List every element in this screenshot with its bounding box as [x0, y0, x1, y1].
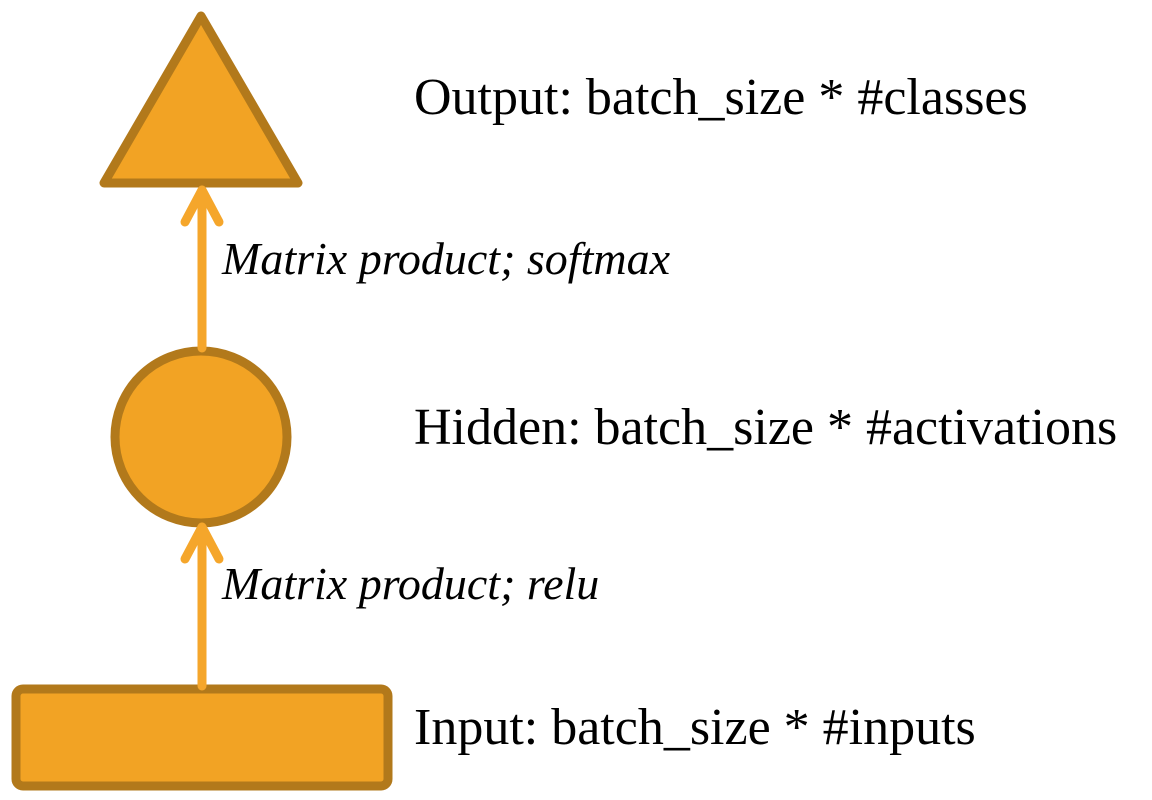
arrow-hidden-to-output	[180, 185, 224, 353]
input-rectangle-shape	[11, 684, 393, 791]
output-node-label: Output: batch_size * #classes	[414, 69, 1028, 126]
hidden-circle-shape	[110, 346, 292, 528]
arrow-hidden-to-output-head	[180, 185, 224, 227]
output-triangle-shape	[99, 11, 303, 188]
edge-label-softmax: Matrix product; softmax	[222, 233, 671, 284]
arrow-input-to-hidden	[180, 522, 224, 691]
input-node-label: Input: batch_size * #inputs	[414, 699, 976, 756]
hidden-node-label: Hidden: batch_size * #activations	[414, 399, 1118, 456]
edge-label-relu: Matrix product; relu	[222, 558, 600, 609]
arrow-input-to-hidden-head	[180, 522, 224, 564]
